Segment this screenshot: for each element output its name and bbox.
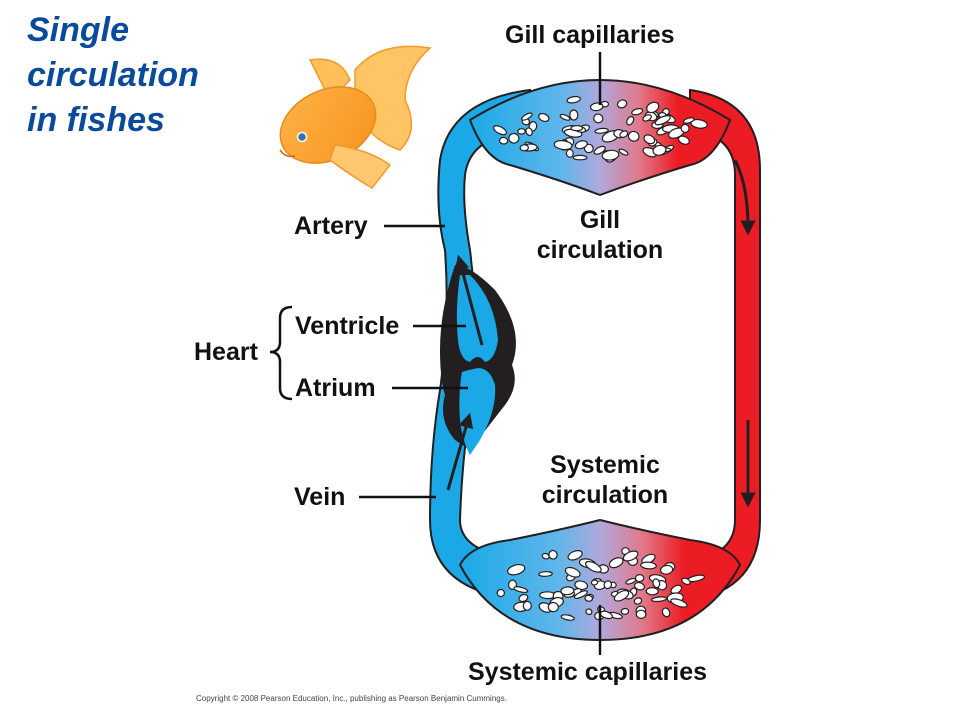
capillary-hole: [507, 563, 526, 576]
flow-arrow-vein: [446, 412, 474, 491]
capillary-hole: [593, 145, 606, 155]
title-line: circulation: [27, 56, 199, 94]
capillary-hole: [517, 128, 526, 135]
capillary-hole: [584, 594, 594, 602]
capillary-hole: [620, 607, 630, 615]
capillary-hole: [594, 127, 609, 134]
capillary-hole: [547, 601, 559, 613]
copyright-notice: Copyright © 2008 Pearson Education, Inc.…: [196, 694, 507, 703]
capillary-hole: [619, 130, 629, 139]
capillary-hole: [590, 579, 599, 586]
capillary-hole: [618, 148, 629, 156]
capillary-hole: [583, 143, 594, 154]
capillary-hole: [492, 125, 508, 136]
capillary-hole: [548, 549, 558, 560]
label-ventricle: Ventricle: [295, 312, 400, 340]
label-systemic-capillaries: Systemic capillaries: [468, 658, 708, 686]
capillary-hole: [521, 112, 533, 121]
capillary-hole: [559, 113, 571, 121]
title-line: in fishes: [27, 101, 165, 139]
capillary-hole: [677, 135, 690, 145]
label-gill-capillaries: Gill capillaries: [505, 21, 675, 49]
capillary-hole: [608, 557, 624, 569]
capillary-hole: [633, 597, 643, 605]
capillary-hole: [640, 561, 657, 570]
capillary-hole: [631, 107, 644, 116]
capillary-hole: [613, 589, 630, 602]
ventricle-chamber: [456, 275, 498, 362]
oxygenated-vessel: [689, 88, 761, 602]
capillary-hole: [622, 550, 639, 562]
capillary-hole: [682, 117, 695, 124]
capillary-hole: [635, 609, 647, 620]
capillary-hole: [518, 593, 529, 603]
capillary-hole: [566, 95, 581, 104]
capillary-hole: [661, 607, 671, 618]
capillary-hole: [593, 113, 604, 124]
label-gill-circulation: Gill circulation: [525, 205, 675, 265]
label-systemic-circulation: Systemic circulation: [520, 450, 690, 510]
capillary-hole: [616, 99, 628, 109]
slide-title: Single circulation in fishes: [27, 8, 199, 143]
capillary-hole: [645, 586, 659, 596]
capillary-hole: [603, 580, 613, 590]
label-line: circulation: [541, 481, 669, 509]
capillary-hole: [496, 588, 505, 598]
label-atrium: Atrium: [295, 374, 376, 402]
capillary-hole: [569, 109, 579, 121]
capillary-hole: [538, 571, 553, 577]
label-line: circulation: [536, 236, 664, 264]
capillary-hole: [601, 149, 620, 161]
capillary-hole: [585, 608, 593, 616]
capillary-hole: [573, 590, 588, 600]
capillary-hole: [513, 586, 529, 594]
capillary-hole: [654, 115, 671, 126]
capillary-hole: [519, 144, 529, 152]
capillary-hole: [560, 614, 575, 621]
capillary-hole: [560, 586, 575, 596]
capillary-hole: [634, 573, 645, 583]
capillary-hole: [652, 144, 667, 156]
capillary-hole: [670, 598, 688, 608]
label-line: Gill: [579, 206, 621, 234]
capillary-hole: [553, 140, 573, 151]
flow-arrow-ventricle: [454, 254, 484, 346]
capillary-hole: [646, 101, 660, 114]
label-line: Systemic: [550, 451, 660, 479]
capillary-hole: [538, 112, 550, 123]
capillary-hole: [522, 600, 532, 611]
capillary-hole: [498, 136, 509, 145]
capillary-hole: [642, 114, 652, 122]
label-heart: Heart: [194, 338, 258, 366]
flow-arrow-red-top: [733, 159, 756, 236]
capillary-hole: [643, 134, 656, 145]
label-vein: Vein: [294, 483, 346, 511]
capillary-hole: [627, 130, 640, 142]
title-line: Single: [27, 11, 130, 49]
capillary-hole: [650, 596, 668, 603]
capillary-hole: [565, 148, 574, 158]
capillary-hole: [570, 125, 584, 132]
capillary-hole: [508, 132, 520, 144]
capillary-hole: [680, 123, 690, 133]
capillary-hole: [525, 127, 533, 137]
capillary-hole: [574, 580, 589, 591]
capillary-hole: [584, 560, 602, 573]
label-artery: Artery: [294, 212, 368, 240]
capillary-holes: [492, 95, 708, 621]
capillary-hole: [659, 564, 674, 575]
goldfish-illustration: [279, 45, 432, 189]
capillary-hole: [633, 581, 646, 591]
capillary-hole: [681, 577, 691, 586]
capillary-hole: [572, 154, 588, 161]
capillary-hole: [652, 578, 661, 589]
atrium-chamber: [459, 368, 496, 455]
capillary-hole: [574, 140, 588, 150]
capillary-hole: [626, 115, 635, 126]
capillary-hole: [564, 566, 581, 578]
heart-brace: [269, 305, 293, 401]
capillary-hole: [567, 549, 583, 561]
